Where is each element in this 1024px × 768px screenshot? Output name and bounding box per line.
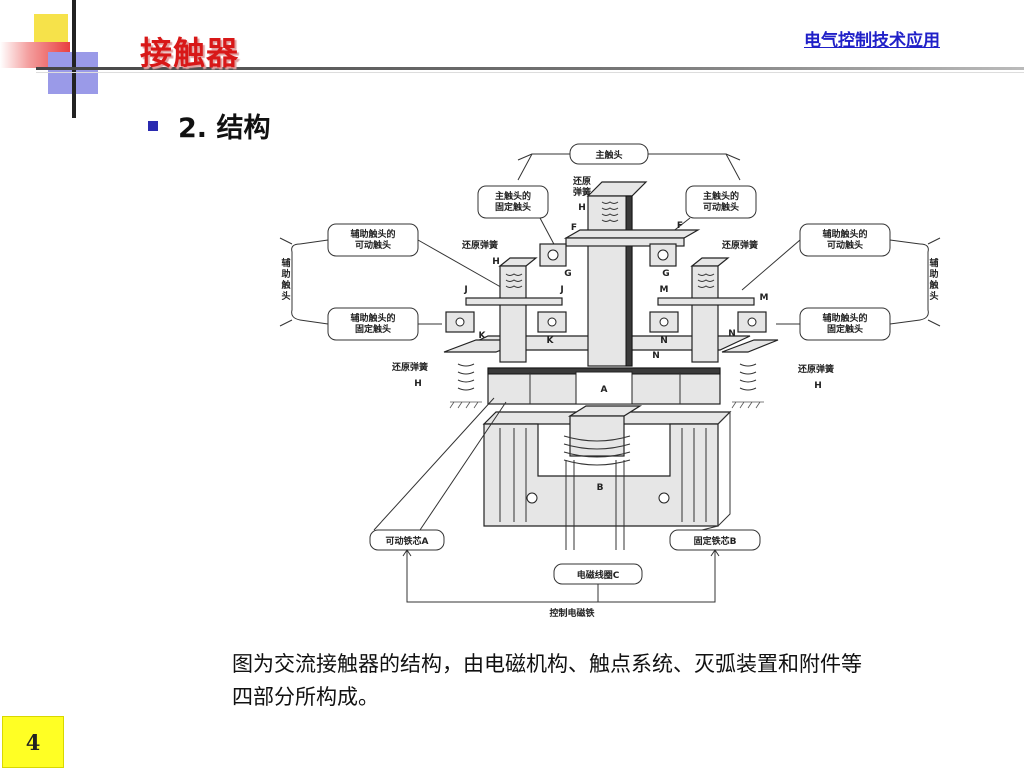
right-aux-crossbar: [657, 297, 755, 306]
slide-title: 接触器: [140, 34, 240, 72]
aux-contact-right-label: 辅助触头: [928, 257, 938, 302]
diagram-label: G: [662, 269, 669, 279]
diagram-label: H: [492, 257, 500, 267]
slide-caption: 图为交流接触器的结构，由电磁机构、触点系统、灭弧装置和附件等四部分所构成。: [232, 652, 862, 709]
diagram-label: M: [660, 285, 669, 295]
control-magnet-label: 控制电磁铁: [549, 607, 594, 619]
corner-vertical-rule: [72, 0, 76, 118]
letter-b: B: [597, 483, 604, 493]
fixed-core-label: 固定铁芯B: [694, 535, 737, 547]
letter-a: A: [601, 385, 608, 395]
page-number-badge: 4: [2, 716, 64, 768]
contactor-structure-diagram: 主触头 还原弹簧 H 主触头的固定触头 主触头的可动触头 辅助触头的可动触头 辅…: [279, 143, 941, 619]
diagram-label: H: [414, 379, 422, 389]
aux-contact-brace-left: [291, 243, 301, 321]
main-movable-contact-label-box: [685, 185, 757, 219]
title-underline-shadow: [36, 72, 1024, 73]
aux-contact-brace-right: [919, 243, 929, 321]
diagram-label: H: [814, 381, 822, 391]
main-contact-label: 主触头: [595, 149, 622, 161]
course-title-link[interactable]: 电气控制技术应用: [804, 31, 940, 51]
left-aux-post: [499, 265, 527, 363]
reset-spring-right-upper-label: 还原弹簧: [721, 239, 758, 251]
page-number: 4: [25, 729, 41, 755]
bullet-icon: [148, 121, 158, 131]
main-movable-contact-label: 主触头的可动触头: [703, 190, 739, 213]
title-underline-rule: [36, 67, 1024, 70]
aux-contact-left-label: 辅助触头: [280, 257, 290, 302]
main-contact-label-box: [569, 143, 649, 165]
diagram-label: K: [479, 331, 487, 341]
main-crossbar: [565, 237, 685, 247]
diagram-label: J: [559, 285, 563, 295]
diagram-label: N: [728, 329, 736, 339]
aux-movable-right-label: 辅助触头的可动触头: [822, 228, 867, 251]
aux-fixed-left-label-box: [327, 307, 419, 341]
letter-h-top: H: [578, 203, 586, 213]
diagram-label: N: [660, 336, 668, 346]
aux-movable-right-label-box: [799, 223, 891, 257]
movable-core-label: 可动铁芯A: [386, 535, 429, 547]
aux-fixed-left-label: 辅助触头的固定触头: [350, 312, 395, 335]
diagram-label: M: [760, 293, 769, 303]
diagram-label: K: [547, 336, 555, 346]
diagram-label: F: [571, 223, 577, 233]
diagram-label: N: [652, 351, 660, 361]
main-fixed-contact-label: 主触头的固定触头: [495, 190, 531, 213]
section-heading: 2. 结构: [178, 113, 271, 144]
main-fixed-contact-label-box: [477, 185, 549, 219]
reset-spring-left-upper-label: 还原弹簧: [461, 239, 498, 251]
reset-spring-left-lower-label: 还原弹簧: [391, 361, 428, 373]
coil-label: 电磁线圈C: [577, 569, 620, 581]
aux-movable-left-label-box: [327, 223, 419, 257]
diagram-label: J: [463, 285, 467, 295]
reset-spring-right-lower-label: 还原弹簧: [797, 363, 834, 375]
diagram-label: F: [677, 221, 683, 231]
aux-movable-left-label: 辅助触头的可动触头: [350, 228, 395, 251]
aux-fixed-right-label: 辅助触头的固定触头: [822, 312, 867, 335]
electromagnetic-coil: [569, 415, 625, 457]
central-post: [587, 195, 633, 367]
left-aux-crossbar: [465, 297, 563, 306]
right-aux-post: [691, 265, 719, 363]
aux-fixed-right-label-box: [799, 307, 891, 341]
reset-spring-top-label: 还原弹簧: [572, 175, 591, 198]
diagram-label: G: [564, 269, 571, 279]
